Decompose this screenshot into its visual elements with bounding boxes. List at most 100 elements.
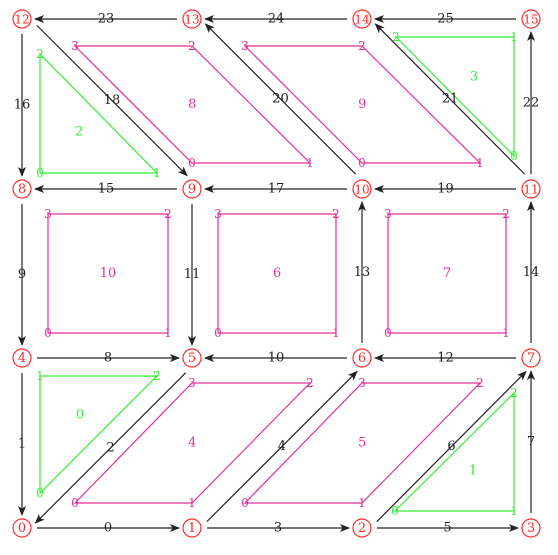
edge-label-4: 4 [278, 439, 286, 454]
edge-label-1: 1 [18, 437, 26, 452]
vertex-label-13: 13 [184, 13, 199, 27]
quad-7-corner-0: 0 [384, 326, 392, 340]
quad-8-corner-3: 3 [71, 39, 79, 53]
vertex-label-11: 11 [523, 183, 538, 197]
vertex-2 [352, 518, 372, 538]
edge-label-23: 23 [98, 12, 115, 27]
tri-0-corner-0: 0 [36, 486, 44, 500]
vertex-4 [12, 348, 32, 368]
triangle-label-0: 0 [76, 408, 84, 423]
edge-label-12: 12 [437, 351, 454, 366]
quad-8-corner-2: 2 [188, 39, 196, 53]
edge-label-16: 16 [14, 98, 31, 113]
quad-8-corner-0: 0 [188, 156, 196, 170]
edge-label-15: 15 [98, 182, 115, 197]
edge-label-2: 2 [106, 440, 114, 455]
vertex-1 [182, 518, 202, 538]
vertex-label-8: 8 [18, 182, 26, 197]
quad-label-5: 5 [358, 436, 366, 451]
edge-21 [374, 23, 526, 175]
quad-label-7: 7 [443, 266, 451, 281]
vertex-label-4: 4 [18, 351, 26, 366]
quad-6-corner-0: 0 [214, 326, 222, 340]
vertex-label-10: 10 [354, 183, 369, 197]
vertex-label-6: 6 [358, 351, 366, 366]
quad-6-corner-1: 1 [332, 326, 340, 340]
vertex-label-12: 12 [14, 13, 29, 27]
triangle-label-3: 3 [470, 70, 478, 85]
quad-label-6: 6 [273, 266, 281, 281]
quad-face-7 [387, 213, 507, 334]
edge-label-7: 7 [527, 435, 535, 450]
tri-2-corner-1: 1 [153, 166, 161, 180]
edge-2 [34, 372, 187, 524]
edge-label-10: 10 [268, 351, 285, 366]
tri-3-corner-0: 0 [510, 149, 518, 163]
vertex-label-15: 15 [523, 13, 538, 27]
edge-label-0: 0 [104, 521, 112, 536]
vertex-6 [352, 348, 372, 368]
quad-6-corner-3: 3 [214, 207, 222, 221]
tri-1-corner-2: 2 [510, 386, 518, 400]
quad-10-corner-0: 0 [44, 326, 52, 340]
vertex-5 [182, 348, 202, 368]
vertex-label-5: 5 [188, 351, 196, 366]
quad-face-6 [217, 213, 337, 334]
edge-label-25: 25 [437, 12, 454, 27]
triangle-label-2: 2 [75, 125, 83, 140]
triangle-label-1: 1 [469, 464, 477, 479]
triangle-face-0 [39, 375, 159, 495]
quad-7-corner-1: 1 [502, 326, 510, 340]
vertex-10 [352, 179, 372, 199]
quad-5-corner-2: 2 [476, 376, 484, 390]
edge-label-5: 5 [443, 521, 451, 536]
edge-label-21: 21 [442, 92, 459, 107]
tri-1-corner-1: 1 [510, 504, 518, 518]
triangle-face-1 [393, 391, 515, 512]
quad-10-corner-3: 3 [44, 207, 52, 221]
vertex-11 [521, 179, 541, 199]
quad-7-corner-3: 3 [384, 207, 392, 221]
quad-7-corner-2: 2 [502, 207, 510, 221]
quad-9-corner-1: 1 [476, 156, 484, 170]
tri-2-corner-2: 2 [36, 47, 44, 61]
vertex-8 [12, 179, 32, 199]
quad-face-9 [243, 45, 482, 164]
tri-3-corner-2: 2 [392, 30, 400, 44]
quad-6-corner-2: 2 [332, 207, 340, 221]
vertex-15 [521, 9, 541, 29]
vertex-13 [182, 9, 202, 29]
quad-face-4 [73, 382, 312, 504]
vertex-label-7: 7 [527, 351, 535, 366]
vertex-3 [521, 518, 541, 538]
vertex-label-9: 9 [188, 182, 196, 197]
edge-label-20: 20 [272, 92, 289, 107]
triangle-face-3 [394, 36, 515, 158]
quad-5-corner-3: 3 [358, 376, 366, 390]
quad-9-corner-0: 0 [358, 156, 366, 170]
edge-label-3: 3 [274, 521, 282, 536]
tri-3-corner-1: 1 [510, 30, 518, 44]
triangle-face-2 [39, 52, 159, 174]
tri-2-corner-0: 0 [36, 166, 44, 180]
edge-label-8: 8 [104, 351, 112, 366]
edge-label-13: 13 [354, 265, 371, 280]
edge-label-22: 22 [523, 96, 540, 111]
quad-5-corner-0: 0 [241, 496, 249, 510]
quad-face-10 [47, 213, 169, 334]
edge-label-24: 24 [268, 12, 285, 27]
quad-face-5 [243, 382, 482, 504]
vertex-label-3: 3 [527, 521, 535, 536]
edge-label-17: 17 [268, 182, 285, 197]
quad-label-4: 4 [188, 436, 196, 451]
quad-4-corner-1: 1 [188, 496, 196, 510]
quad-4-corner-2: 2 [306, 376, 314, 390]
quad-label-10: 10 [100, 266, 117, 281]
vertex-label-1: 1 [188, 521, 196, 536]
quad-10-corner-2: 2 [164, 207, 172, 221]
edge-label-9: 9 [18, 267, 26, 282]
quad-9-corner-3: 3 [241, 39, 249, 53]
quad-4-corner-0: 0 [71, 496, 79, 510]
quad-10-corner-1: 1 [164, 326, 172, 340]
